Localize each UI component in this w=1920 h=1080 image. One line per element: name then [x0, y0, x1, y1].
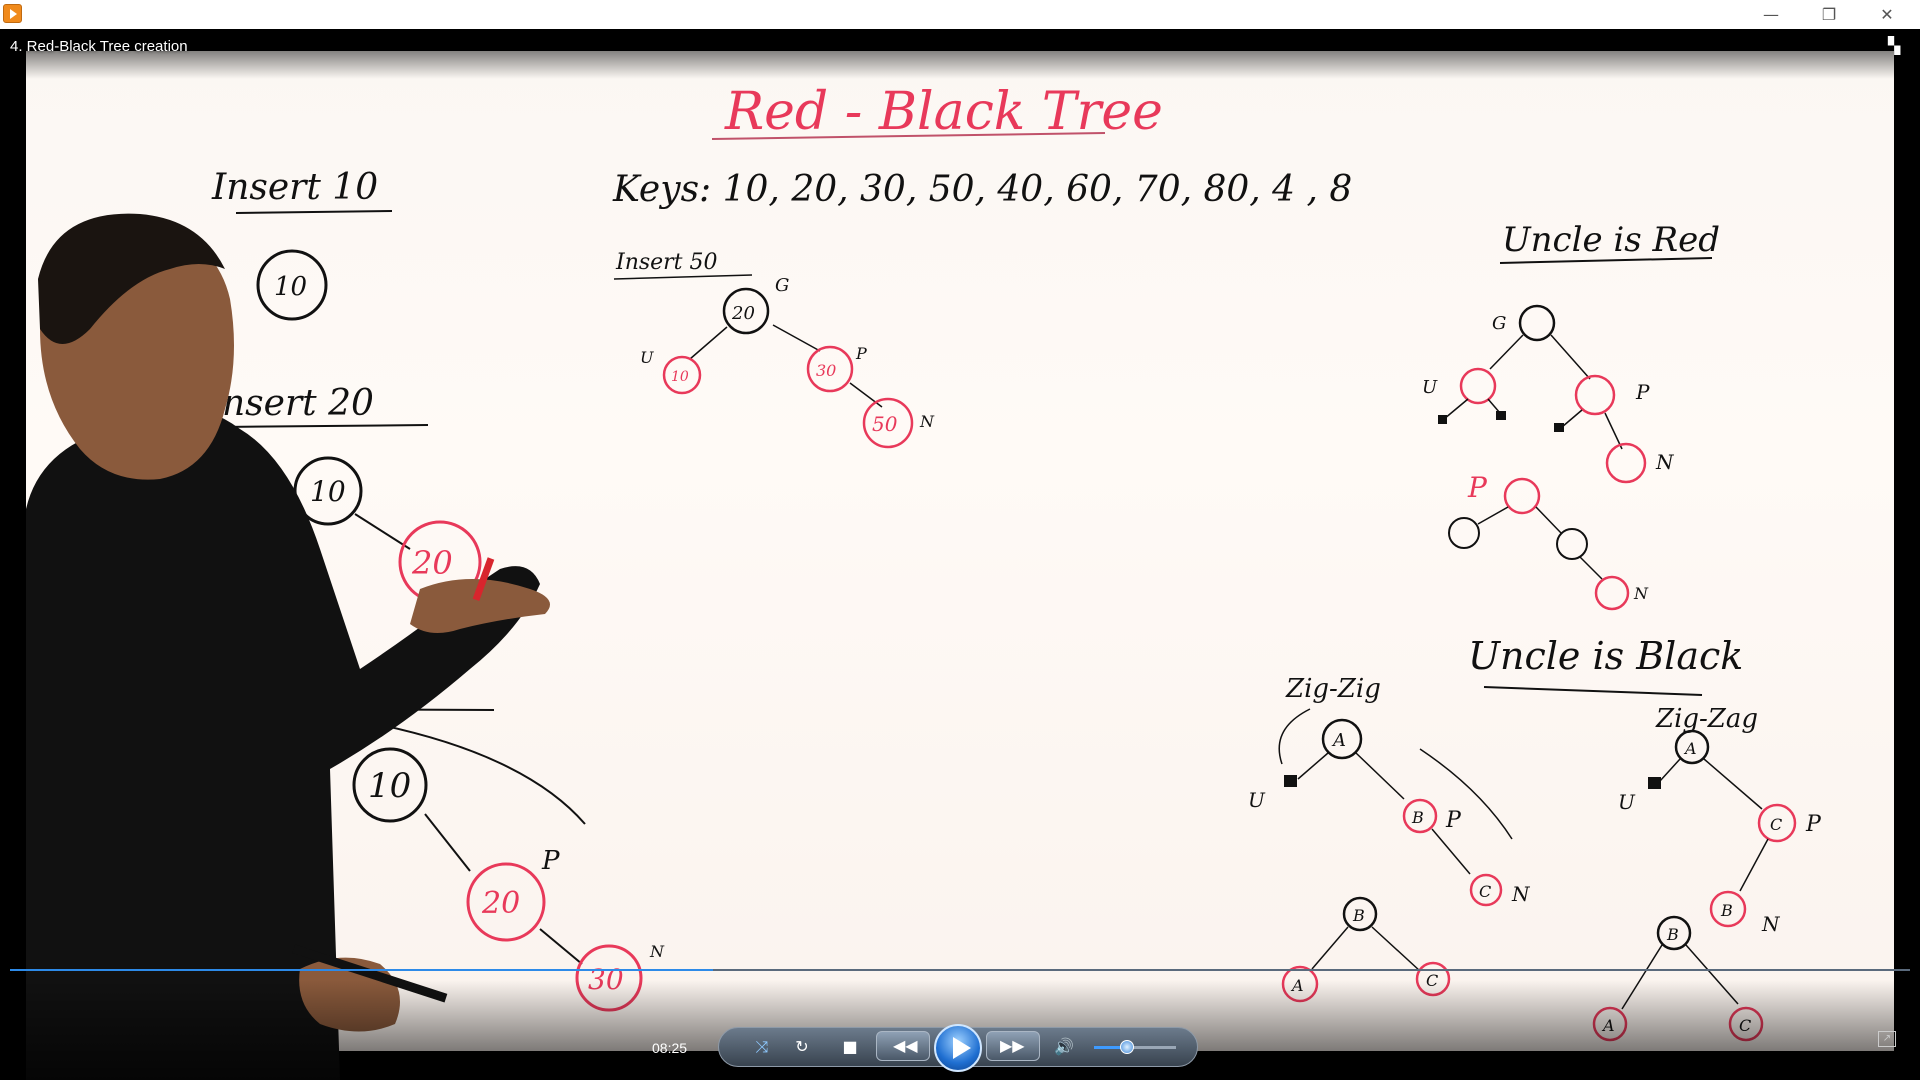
node-10-root-label: 10 — [310, 475, 346, 508]
presenter — [26, 213, 550, 1080]
zigzig-c-label: C — [1479, 882, 1491, 901]
node-20-label: 20 — [411, 544, 453, 582]
seek-bar-progress — [10, 969, 713, 971]
zigzag-a-label: A — [1683, 739, 1697, 758]
zigzig-a-label: A — [1331, 730, 1346, 751]
volume-level — [1094, 1046, 1127, 1049]
video-frame[interactable]: Red - Black Tree Keys: 10, 20, 30, 50, 4… — [0, 29, 1920, 1080]
zigzig-result-b-node — [1342, 896, 1378, 932]
zigzag-b-node — [1709, 890, 1747, 928]
node-20-small — [722, 287, 770, 335]
label-u-insert50: U — [640, 348, 654, 367]
seek-bar[interactable] — [10, 969, 1910, 971]
node-10-grandparent-label: 10 — [368, 766, 411, 806]
zigzag-result-b-label: B — [1666, 925, 1679, 944]
label-g-insert50: G — [775, 275, 789, 296]
uncle-red-u-node — [1459, 367, 1497, 405]
label-p-insert30: P — [541, 846, 560, 876]
zigzag-b-label: B — [1720, 901, 1733, 920]
label-u-red: U — [1422, 377, 1438, 398]
label-n-red-second: N — [1633, 584, 1649, 603]
uncle-red-p-node — [1574, 374, 1616, 416]
zigzag-p-label: P — [1805, 812, 1822, 837]
node-20-parent-label: 20 — [481, 886, 520, 921]
node-10-small — [662, 355, 702, 395]
stop-button[interactable]: ■ — [842, 1037, 858, 1056]
zigzig-b-node — [1402, 798, 1438, 834]
zigzig-u-label: U — [1248, 788, 1266, 812]
fullscreen-toggle-icon[interactable]: ▚ — [1888, 38, 1901, 55]
node-10-grandparent — [352, 747, 428, 823]
repeat-icon[interactable]: ↻ — [795, 1037, 809, 1056]
node-20-small-label: 20 — [731, 303, 755, 324]
label-p-insert50: P — [855, 344, 867, 363]
close-button[interactable]: ✕ — [1880, 5, 1894, 24]
zigzag-result-b-node — [1656, 915, 1692, 951]
volume-slider-thumb[interactable] — [1119, 1040, 1134, 1054]
whiteboard-drawing: Red - Black Tree Keys: 10, 20, 30, 50, 4… — [26, 82, 1822, 1080]
label-g-red: G — [1492, 313, 1506, 334]
node-50-small-label: 50 — [872, 412, 898, 436]
media-player-app-icon[interactable] — [3, 4, 22, 23]
zigzag-a-node — [1674, 729, 1710, 765]
node-10-label: 10 — [274, 272, 307, 302]
label-n-red: N — [1655, 450, 1675, 474]
minimize-button[interactable]: — — [1763, 5, 1779, 24]
uncle-red-n-node — [1605, 442, 1647, 484]
volume-icon[interactable]: 🔊 — [1054, 1037, 1074, 1056]
switch-to-library-icon[interactable]: ↗ — [1878, 1031, 1896, 1047]
recolored-n-node — [1594, 575, 1630, 611]
board-heading: Red - Black Tree — [724, 82, 1163, 142]
node-30-small — [806, 345, 854, 393]
zigzig-p-label: P — [1445, 808, 1462, 833]
uncle-red-title: Uncle is Red — [1502, 220, 1720, 260]
video-title: 4. Red-Black Tree creation — [10, 38, 188, 55]
fast-forward-icon: ▶▶ — [1000, 1036, 1025, 1055]
recolored-p-node — [1503, 477, 1541, 515]
zigzig-b-label: B — [1411, 808, 1424, 827]
node-20-parent — [466, 862, 546, 942]
zigzig-c-node — [1469, 873, 1503, 907]
shuffle-icon[interactable]: ⤨ — [755, 1037, 769, 1056]
zigzig-result-b-label: B — [1352, 906, 1365, 925]
zigzag-n-label: N — [1761, 912, 1781, 936]
zigzag-c-label: C — [1770, 815, 1782, 834]
node-10-small-label: 10 — [671, 369, 689, 385]
zigzag-c-node — [1757, 803, 1797, 843]
whiteboard — [26, 51, 1894, 1051]
label-n-insert50: N — [919, 412, 935, 431]
label-p-red-second: P — [1467, 471, 1488, 504]
node-10-black — [256, 249, 328, 321]
node-30-small-label: 30 — [816, 361, 836, 380]
uncle-black-title: Uncle is Black — [1468, 634, 1743, 678]
recolored-right-node — [1556, 528, 1588, 560]
rewind-icon: ◀◀ — [893, 1036, 918, 1055]
zigzig-a-node — [1321, 718, 1363, 760]
keys-text: Keys: 10, 20, 30, 50, 40, 60, 70, 80, 4 … — [612, 169, 1352, 210]
insert20-title: nsert 20 — [222, 383, 374, 424]
zigzag-label: Zig-Zag — [1655, 704, 1758, 734]
label-p-red: P — [1635, 380, 1650, 404]
video-header-overlay — [0, 29, 1920, 79]
zigzag-u-label: U — [1618, 790, 1636, 814]
play-button[interactable] — [934, 1024, 982, 1072]
uncle-red-g-node — [1518, 304, 1556, 342]
current-time: 08:25 — [652, 1040, 688, 1056]
restore-button[interactable]: ❐ — [1821, 5, 1837, 24]
insert50-title: Insert 50 — [615, 250, 718, 275]
volume-slider[interactable] — [1094, 1046, 1176, 1049]
node-50-small — [862, 397, 914, 449]
window-titlebar: — ❐ ✕ — [0, 0, 1920, 29]
insert10-title: Insert 10 — [211, 167, 378, 208]
label-n-insert30: N — [649, 942, 665, 961]
zigzig-n-label: N — [1511, 882, 1531, 906]
rewind-button[interactable] — [876, 1031, 930, 1061]
fast-forward-button[interactable] — [986, 1031, 1040, 1061]
recolored-left-node — [1448, 517, 1480, 549]
zigzig-label: Zig-Zig — [1285, 674, 1381, 704]
